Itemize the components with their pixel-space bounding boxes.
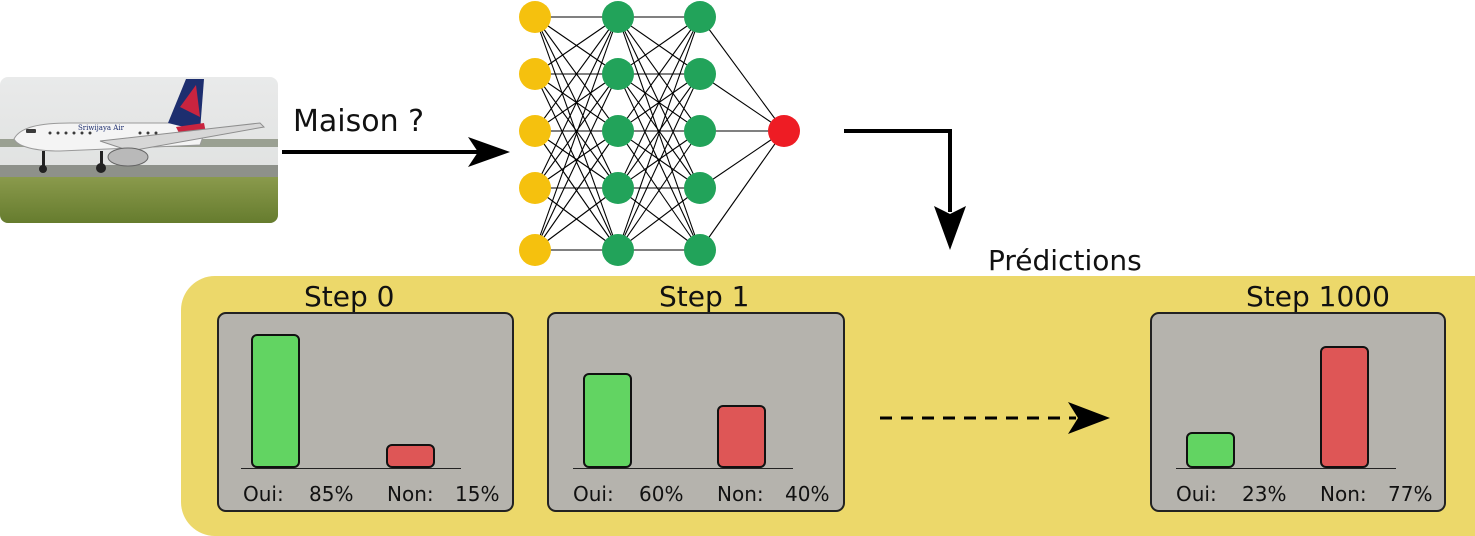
network-connection: [534, 187, 619, 251]
network-connection: [617, 16, 701, 251]
network-connection: [617, 130, 701, 251]
baseline: [573, 468, 793, 469]
output-neuron: [768, 115, 800, 147]
network-connections: [534, 16, 785, 251]
step-title: Step 1: [659, 280, 750, 313]
step-chart: Oui: 60% Non: 40%: [547, 312, 845, 512]
network-connection: [534, 16, 619, 132]
network-connection: [699, 16, 785, 132]
network-connection: [699, 73, 785, 132]
network-connection: [534, 16, 619, 189]
network-connection: [534, 16, 619, 75]
output-arrow-head: [934, 206, 966, 250]
airplane-illustration: Sriwijaya Air: [0, 77, 278, 223]
airplane-photo: Sriwijaya Air: [0, 77, 278, 223]
non-value: 15%: [455, 482, 500, 506]
input-arrow-head: [468, 137, 510, 167]
non-bar: [1320, 346, 1369, 468]
hidden-neuron: [602, 115, 634, 147]
oui-label: Oui:: [243, 482, 284, 506]
network-connection: [617, 187, 701, 251]
network-connection: [699, 130, 785, 189]
oui-label: Oui:: [1176, 482, 1217, 506]
network-connection: [534, 130, 619, 189]
network-connection: [534, 130, 619, 251]
hidden-neuron: [602, 172, 634, 204]
oui-value: 85%: [309, 482, 354, 506]
network-connection: [534, 73, 619, 189]
non-label: Non:: [1320, 482, 1367, 506]
non-label: Non:: [387, 482, 434, 506]
baseline: [241, 468, 461, 469]
oui-label: Oui:: [573, 482, 614, 506]
hidden-neuron: [602, 234, 634, 266]
non-value: 40%: [785, 482, 830, 506]
question-label: Maison ?: [293, 104, 425, 139]
network-connection: [617, 16, 701, 189]
step-chart: Oui: 23% Non: 77%: [1150, 312, 1446, 512]
hidden-neuron: [684, 58, 716, 90]
oui-value: 23%: [1242, 482, 1287, 506]
step-title: Step 1000: [1246, 280, 1390, 313]
non-bar: [717, 405, 766, 468]
input-neuron: [519, 58, 551, 90]
oui-bar: [251, 334, 300, 468]
oui-value: 60%: [639, 482, 684, 506]
network-connection: [617, 16, 701, 75]
hidden-neuron: [684, 172, 716, 204]
oui-bar: [1186, 432, 1235, 468]
input-neuron: [519, 115, 551, 147]
non-value: 77%: [1388, 482, 1433, 506]
step-title: Step 0: [304, 280, 395, 313]
network-connection: [617, 73, 701, 189]
network-connection: [699, 130, 785, 251]
hidden-neuron: [684, 115, 716, 147]
hidden-neuron: [684, 1, 716, 33]
step-chart: Oui: 85% Non: 15%: [217, 312, 514, 512]
network-neurons: [519, 1, 800, 266]
oui-bar: [583, 373, 632, 468]
airline-logo-text: Sriwijaya Air: [78, 124, 125, 132]
network-connection: [617, 16, 701, 132]
hidden-neuron: [602, 1, 634, 33]
baseline: [1176, 468, 1396, 469]
input-neuron: [519, 1, 551, 33]
network-connection: [534, 73, 619, 251]
non-bar: [386, 444, 435, 468]
hidden-neuron: [684, 234, 716, 266]
input-neuron: [519, 172, 551, 204]
network-connection: [534, 16, 619, 251]
non-label: Non:: [717, 482, 764, 506]
predictions-label: Prédictions: [988, 244, 1142, 277]
hidden-neuron: [602, 58, 634, 90]
input-neuron: [519, 234, 551, 266]
network-connection: [617, 130, 701, 189]
output-arrow: [844, 129, 952, 212]
network-connection: [617, 73, 701, 251]
